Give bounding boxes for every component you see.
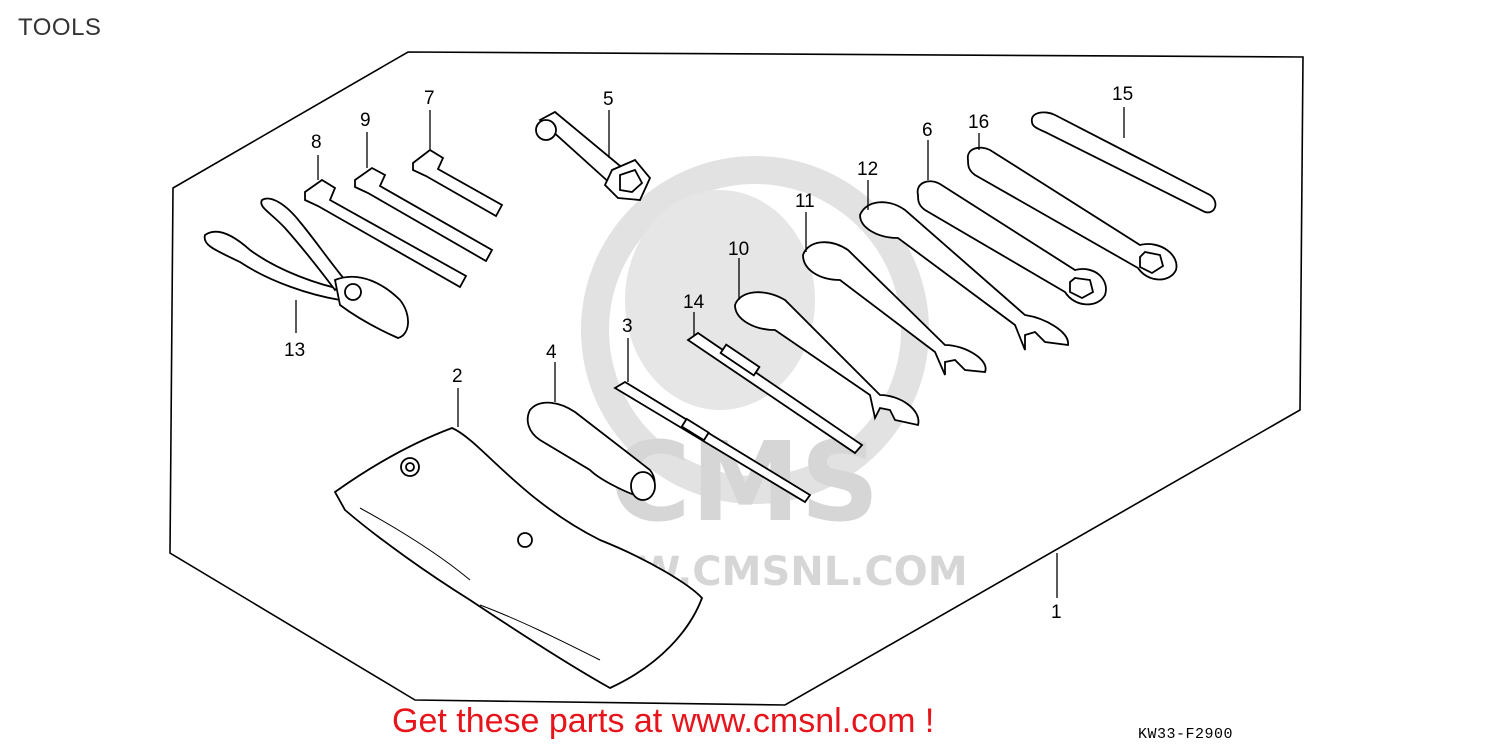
pliers[interactable]: [203, 197, 409, 339]
callout-7: 7: [424, 88, 435, 109]
wrench-11[interactable]: [802, 212, 987, 376]
callout-9: 9: [360, 110, 371, 131]
screwdriver-handle[interactable]: [526, 362, 656, 501]
wrench-10[interactable]: [734, 258, 920, 427]
hex-key-7[interactable]: [412, 110, 504, 218]
tool-set-outline: [169, 51, 1304, 706]
ring-wrench-16[interactable]: [967, 133, 1178, 281]
wrench-12[interactable]: [859, 180, 1069, 351]
extension-bar[interactable]: [1031, 107, 1217, 214]
callout-6: 6: [922, 120, 933, 141]
drawing-code: KW33-F2900: [1138, 726, 1234, 743]
callout-4: 4: [546, 342, 557, 363]
callout-12: 12: [857, 159, 878, 180]
callout-8: 8: [311, 132, 322, 153]
box-spanner[interactable]: [535, 110, 652, 201]
watermark: CMS WWW.CMSNL.COM: [548, 156, 968, 595]
ring-wrench-6[interactable]: [916, 140, 1107, 306]
tool-bag[interactable]: [333, 388, 704, 690]
callout-11: 11: [795, 191, 815, 212]
callout-14: 14: [683, 292, 705, 313]
callout-13: 13: [284, 340, 305, 361]
callout-15: 15: [1112, 84, 1133, 105]
screwdriver-shaft[interactable]: [613, 338, 812, 504]
screwdriver-bit[interactable]: [686, 312, 864, 455]
hex-key-8[interactable]: [304, 155, 468, 289]
promo-link[interactable]: Get these parts at www.cmsnl.com !: [392, 702, 935, 740]
callout-2: 2: [452, 366, 463, 387]
page-title: TOOLS: [18, 14, 102, 41]
callout-1: 1: [1051, 602, 1062, 623]
callout-16: 16: [968, 112, 989, 133]
callout-5: 5: [603, 89, 614, 110]
callout-10: 10: [728, 239, 749, 260]
hex-key-9[interactable]: [354, 132, 494, 263]
callout-3: 3: [622, 316, 633, 337]
